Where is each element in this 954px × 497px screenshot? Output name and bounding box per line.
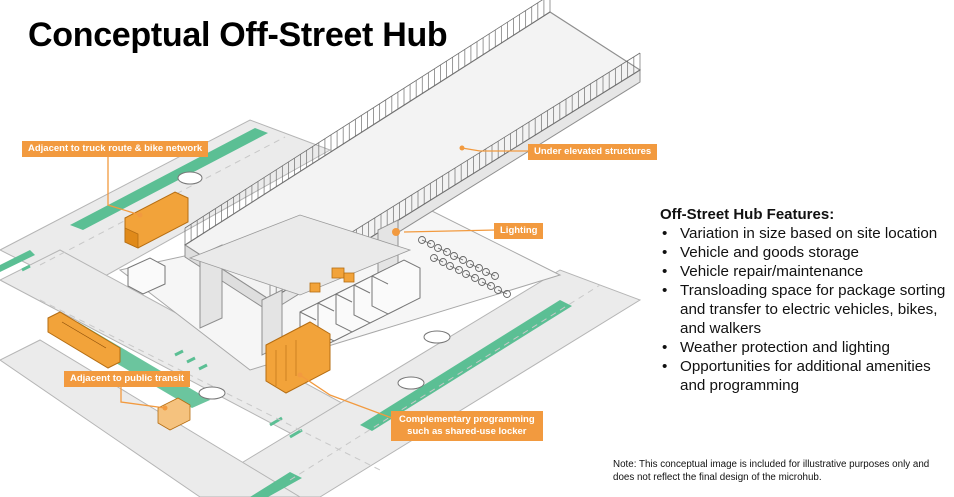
cargo-van [127,257,166,295]
feature-item: Vehicle and goods storage [660,243,950,262]
disclaimer-note: Note: This conceptual image is included … [613,459,930,483]
callout-lighting: Lighting [494,223,544,239]
features-panel: Off-Street Hub Features: Variation in si… [660,206,950,395]
shared-use-locker [265,321,331,394]
light-fixture [392,228,400,236]
vehicles [47,171,511,431]
feature-item: Transloading space for package sorting a… [660,281,950,338]
crosswalks [9,256,303,439]
bike-lane-lower [360,300,572,431]
callout-truck-route-label: Adjacent to truck route & bike network [28,143,203,154]
callout-programming-line2: such as shared-use locker [407,426,527,437]
callout-leaders [107,147,532,419]
railing-posts-rear [184,0,551,245]
callout-transit-label: Adjacent to public transit [70,373,185,384]
callout-elevated: Under elevated structures [528,144,658,160]
e-bikes [418,236,511,298]
car-lower [397,376,425,390]
package-boxes [309,267,355,293]
callout-elevated-label: Under elevated structures [534,146,652,157]
car-right [423,330,451,344]
feature-item: Vehicle repair/maintenance [660,262,950,281]
feature-item: Variation in size based on site location [660,224,950,243]
bike-lane-bottom [250,472,302,497]
features-list: Variation in size based on site location… [660,224,950,395]
box-truck-cab [124,227,139,249]
delivery-vans [299,259,421,351]
callout-lighting-label: Lighting [500,225,538,236]
car-upper [177,171,203,185]
feature-item: Opportunities for additional amenities a… [660,357,950,395]
features-heading: Off-Street Hub Features: [660,206,835,223]
transit-bus [47,311,121,369]
feature-item: Weather protection and lighting [660,338,950,357]
elevated-structure [183,0,642,356]
bus-shelter [157,397,191,431]
callout-programming-line1: Complementary programming [399,414,535,425]
callout-transit: Adjacent to public transit [64,371,191,387]
callout-programming: Complementary programming such as shared… [391,411,543,441]
slide-title: Conceptual Off-Street Hub [28,16,448,54]
car-left [198,386,226,400]
bike-lane-upper [70,128,268,230]
callout-truck-route: Adjacent to truck route & bike network [22,141,209,157]
cross-beam [188,214,412,296]
bike-lane-left [0,250,35,272]
